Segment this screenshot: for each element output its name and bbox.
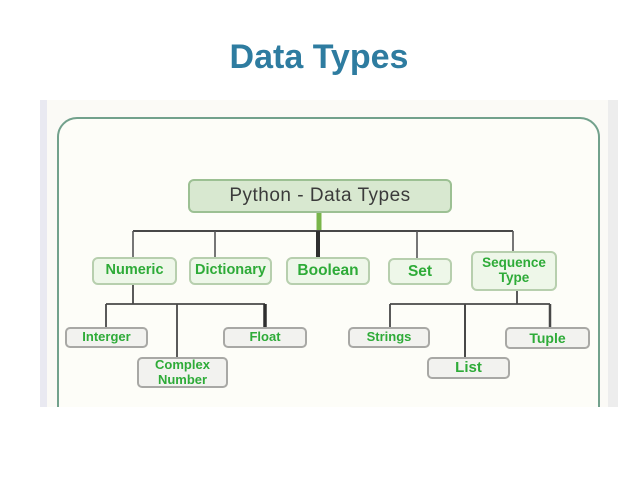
right-scrollbar-strip [608,100,618,407]
node-dictionary: Dictionary [189,257,272,285]
python-data-types-diagram-image: Python - Data Types Numeric Dictionary B… [40,100,618,407]
node-python-data-types: Python - Data Types [188,179,452,213]
node-boolean: Boolean [286,257,370,285]
node-set: Set [388,258,452,285]
node-interger: Interger [65,327,148,348]
node-list: List [427,357,510,379]
connector-lines [105,213,552,357]
page-title: Data Types [229,38,409,76]
node-numeric: Numeric [92,257,177,285]
node-strings: Strings [348,327,430,348]
node-tuple: Tuple [505,327,590,349]
left-scrollbar-strip [40,100,47,407]
node-float: Float [223,327,307,348]
node-sequence-type: Sequence Type [471,251,557,291]
node-complex-number: Complex Number [137,357,228,388]
